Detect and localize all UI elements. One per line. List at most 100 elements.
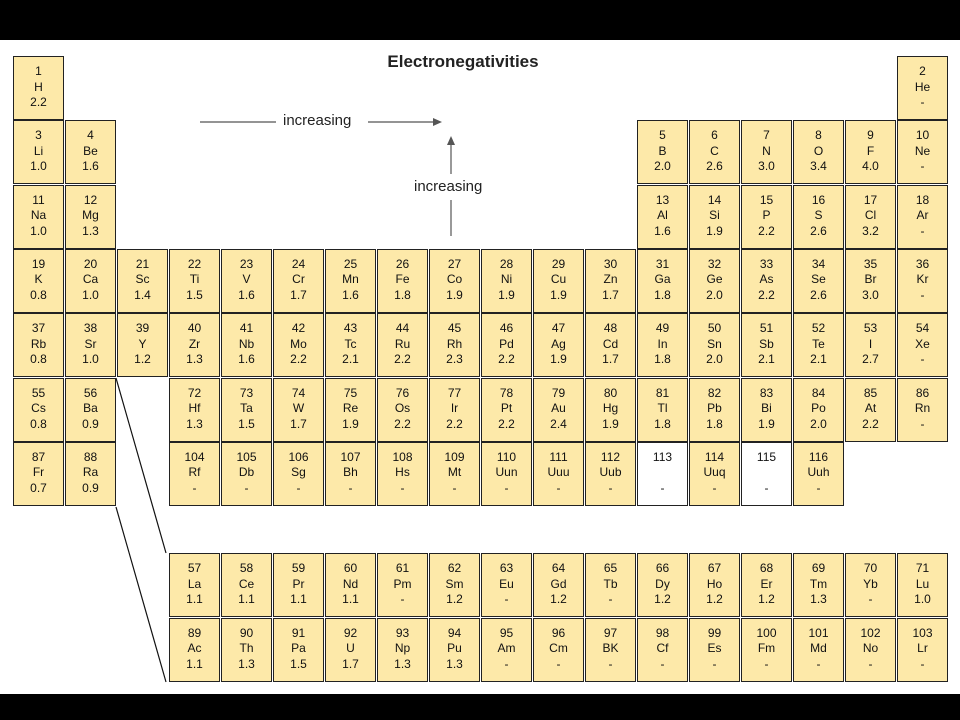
element-symbol: Uuq — [703, 465, 726, 480]
electronegativity-value: - — [764, 656, 769, 671]
element-symbol: Ti — [189, 272, 200, 287]
page-title: Electronegativities — [387, 52, 539, 71]
element-symbol: Pa — [291, 641, 306, 655]
element-symbol: Th — [239, 641, 254, 655]
element-symbol: Ar — [916, 208, 929, 223]
element-symbol: Ca — [82, 272, 99, 287]
electronegativity-value: 1.6 — [238, 287, 255, 302]
electronegativity-value: 1.7 — [290, 287, 307, 302]
electronegativity-value: 2.2 — [498, 352, 515, 367]
electronegativity-value: 0.9 — [82, 416, 99, 431]
electronegativity-value: 1.3 — [238, 656, 255, 671]
atomic-number: 98 — [655, 625, 670, 640]
atomic-number: 67 — [707, 561, 722, 575]
atomic-number: 108 — [392, 449, 413, 464]
element-symbol: W — [292, 401, 305, 415]
atomic-number: 80 — [603, 385, 618, 400]
atomic-number: 44 — [395, 321, 410, 336]
element-symbol: Er — [760, 576, 773, 591]
element-symbol: Sm — [445, 576, 464, 591]
electronegativity-value: 1.1 — [342, 592, 359, 606]
atomic-number: 58 — [239, 561, 254, 575]
element-symbol: Ni — [500, 272, 513, 287]
atomic-number: 61 — [395, 561, 410, 575]
element-symbol: Rn — [914, 401, 931, 415]
element-symbol: Hs — [395, 465, 410, 480]
electronegativity-value: 1.5 — [186, 287, 203, 302]
electronegativity-value: - — [556, 656, 561, 671]
electronegativity-value: 1.8 — [706, 416, 723, 431]
atomic-number: 23 — [239, 256, 254, 271]
electronegativity-value: 1.3 — [82, 223, 99, 238]
element-symbol: Pt — [500, 401, 513, 415]
electronegativity-value: 1.2 — [654, 592, 671, 606]
element-symbol: Ge — [706, 272, 723, 287]
element-symbol: Zn — [603, 272, 618, 287]
element-symbol: Uub — [599, 465, 622, 480]
atomic-number: 56 — [83, 385, 98, 400]
atomic-number: 69 — [811, 561, 826, 575]
atomic-number: 65 — [603, 561, 618, 575]
electronegativity-value: - — [816, 656, 821, 671]
electronegativity-value: 2.1 — [342, 352, 359, 367]
atomic-number: 47 — [551, 321, 566, 336]
element-symbol: Kr — [916, 272, 929, 287]
atomic-number: 109 — [444, 449, 465, 464]
element-symbol: Bh — [343, 465, 358, 480]
atomic-number: 40 — [187, 321, 202, 336]
element-symbol: U — [346, 641, 355, 655]
atomic-number: 99 — [707, 625, 722, 640]
electronegativity-value: 1.7 — [602, 352, 619, 367]
electronegativity-value: 1.9 — [550, 287, 567, 302]
element-symbol — [638, 465, 687, 481]
element-symbol: Os — [394, 401, 411, 415]
electronegativity-value: 2.4 — [550, 416, 567, 431]
atomic-number: 17 — [863, 192, 878, 207]
element-symbol: He — [914, 79, 931, 94]
atomic-number: 33 — [759, 256, 774, 271]
electronegativity-value: 1.2 — [446, 592, 463, 606]
atomic-number: 102 — [860, 625, 881, 640]
element-symbol: Tc — [344, 336, 357, 351]
element-symbol — [742, 465, 791, 481]
electronegativity-value: 1.8 — [654, 416, 671, 431]
atomic-number: 86 — [915, 385, 930, 400]
atomic-number: 71 — [915, 561, 930, 575]
atomic-number: 77 — [447, 385, 462, 400]
element-symbol: Mo — [290, 336, 307, 351]
element-symbol: Br — [864, 272, 877, 287]
element-symbol: B — [658, 143, 667, 158]
electronegativity-value: - — [920, 656, 925, 671]
atomic-number: 9 — [867, 128, 874, 143]
atomic-number: 16 — [811, 192, 826, 207]
electronegativity-value: - — [660, 480, 665, 495]
element-symbol: Ac — [187, 641, 202, 655]
